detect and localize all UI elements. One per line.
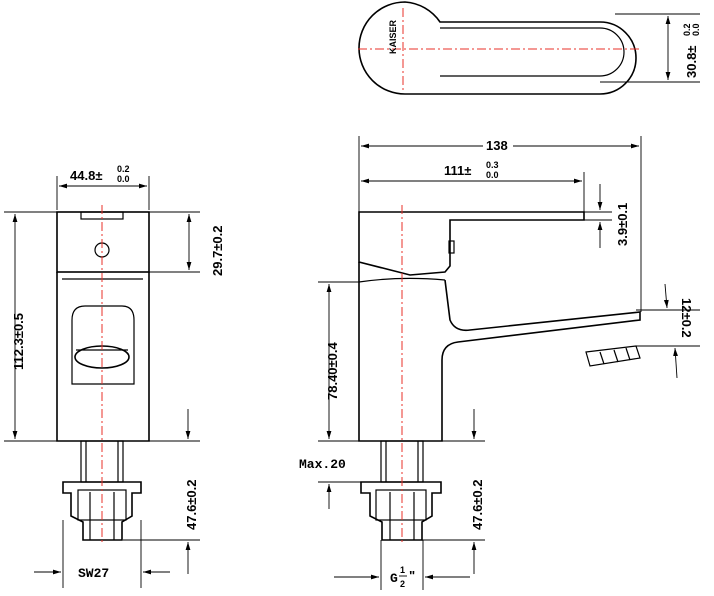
aerator bbox=[585, 345, 641, 367]
dim-max-20: Max.20 bbox=[299, 457, 346, 472]
svg-text:111±: 111± bbox=[444, 163, 471, 178]
dim-3-9: 3.9±0.1 bbox=[615, 203, 630, 246]
top-view: KAISER 30.8± 0.2 0.0 bbox=[358, 1, 701, 95]
dim-47-6-side: 47.6±0.2 bbox=[470, 479, 485, 530]
body-outline bbox=[56, 272, 150, 442]
svg-text:G: G bbox=[390, 571, 398, 586]
front-view: 44.8± 0.2 0.0 29.7±0.2 112.3±0.5 47.6±0.… bbox=[4, 164, 225, 588]
dim-29-7: 29.7±0.2 bbox=[210, 225, 225, 276]
dim-sw27: SW27 bbox=[78, 566, 109, 581]
nut-inner bbox=[375, 489, 427, 521]
dim-111: 111± 0.3 0.0 bbox=[444, 160, 499, 180]
svg-text:": " bbox=[409, 568, 415, 583]
svg-text:0.0: 0.0 bbox=[691, 23, 701, 36]
svg-text:0.0: 0.0 bbox=[117, 174, 130, 184]
dim-138: 138 bbox=[486, 138, 508, 153]
lever-tab bbox=[448, 240, 455, 254]
dim-78-40: 78.40±0.4 bbox=[325, 341, 340, 400]
top-view-lever-inner bbox=[440, 27, 625, 77]
brand-logo: KAISER bbox=[388, 19, 398, 54]
svg-text:2: 2 bbox=[400, 579, 405, 589]
top-view-outline bbox=[358, 1, 637, 95]
svg-text:0.3: 0.3 bbox=[486, 160, 499, 170]
aerator-line bbox=[625, 347, 631, 361]
dim-30-8: 30.8± 0.2 0.0 bbox=[682, 23, 701, 78]
svg-text:1: 1 bbox=[400, 565, 405, 575]
dim-line bbox=[673, 347, 678, 379]
label-bg bbox=[483, 136, 513, 152]
dim-line bbox=[663, 283, 669, 309]
svg-text:0.2: 0.2 bbox=[117, 164, 130, 174]
dim-12: 12±0.2 bbox=[679, 298, 694, 338]
svg-text:30.8±: 30.8± bbox=[684, 46, 699, 78]
dim-47-6-front: 47.6±0.2 bbox=[184, 479, 199, 530]
svg-text:0.0: 0.0 bbox=[486, 170, 499, 180]
handle-block bbox=[56, 211, 150, 273]
lever bbox=[358, 211, 585, 276]
mounting-nut bbox=[62, 481, 142, 541]
mounting-nut bbox=[360, 481, 442, 541]
dim-thread: G 1 2 " bbox=[390, 565, 415, 589]
dim-112-3: 112.3±0.5 bbox=[11, 313, 26, 370]
body-spout bbox=[358, 262, 641, 442]
body-seam bbox=[358, 277, 446, 283]
svg-text:44.8±: 44.8± bbox=[70, 168, 102, 183]
side-view: 138 111± 0.3 0.0 3.9±0.1 78.40±0.4 Max.2… bbox=[299, 136, 700, 590]
aerator-line bbox=[613, 349, 619, 363]
aerator-line bbox=[599, 351, 605, 365]
dim-44-8: 44.8± 0.2 0.0 bbox=[70, 164, 130, 184]
aerator-outline bbox=[71, 305, 135, 385]
svg-text:0.2: 0.2 bbox=[682, 23, 692, 36]
